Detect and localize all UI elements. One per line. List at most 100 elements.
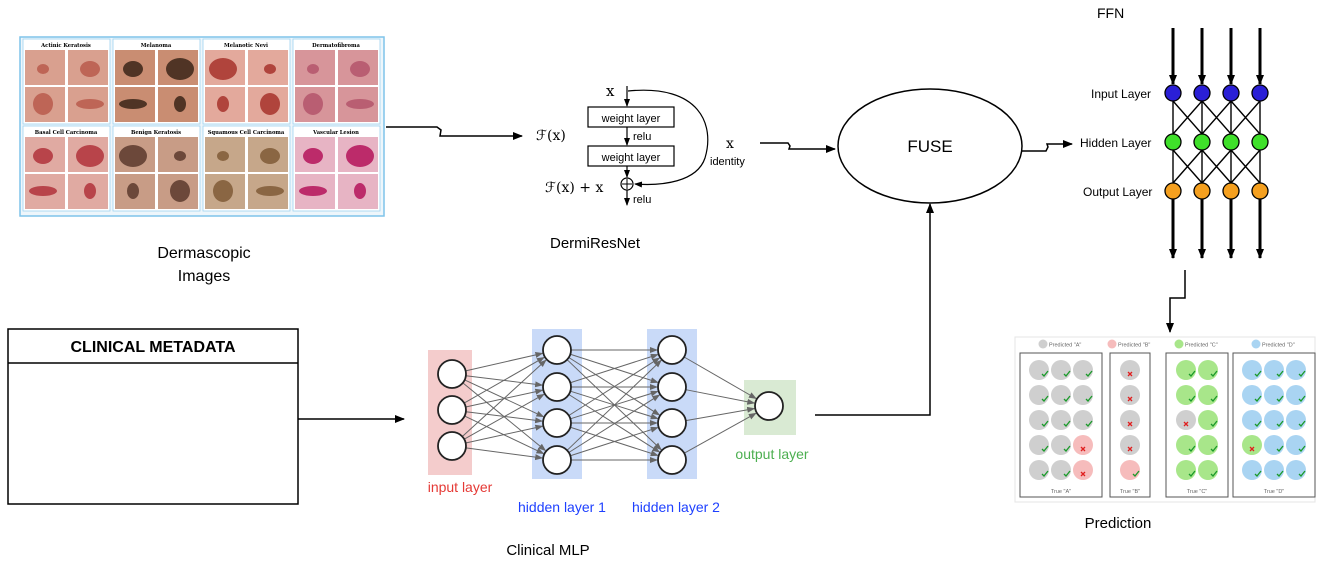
- prediction-wrong-mark: [1080, 471, 1086, 477]
- prediction-sample: [1120, 435, 1140, 455]
- mlp-hidden-1-node: [542, 408, 572, 438]
- prediction-legend-dot: [1251, 339, 1261, 349]
- ffn-output-node: [1222, 182, 1240, 200]
- prediction-correct-mark: [1063, 420, 1071, 427]
- prediction-correct-mark: [1254, 470, 1262, 477]
- dermoscopy-lesion: [209, 58, 237, 80]
- prediction-sample: [1073, 410, 1093, 430]
- dermoscopy-class-label: Melanotic Nevi: [224, 43, 268, 49]
- dermoscopy-class-label: Vascular Lesion: [312, 130, 359, 136]
- prediction-sample: [1176, 435, 1196, 455]
- ffn-hidden-node: [1193, 133, 1211, 151]
- prediction-predicted-label: Predicted "A": [1049, 343, 1081, 349]
- ffn-output-layer-label: Output Layer: [1083, 185, 1152, 199]
- prediction-correct-mark: [1276, 445, 1284, 452]
- ffn-input-layer-label: Input Layer: [1091, 87, 1151, 101]
- prediction-sample: [1120, 385, 1140, 405]
- prediction-sample: [1198, 385, 1218, 405]
- prediction-sample: [1242, 435, 1262, 455]
- relu-2-label: relu: [633, 194, 651, 206]
- prediction-sample: [1264, 410, 1284, 430]
- prediction-sample: [1051, 385, 1071, 405]
- resnet-fx-label: ℱ(x): [536, 128, 566, 144]
- prediction-sample: [1198, 435, 1218, 455]
- ffn-to-prediction-arrow: [1166, 270, 1186, 333]
- relu-1-label: relu: [633, 131, 651, 143]
- dermoscopy-lesion: [346, 145, 374, 167]
- prediction-correct-mark: [1298, 445, 1306, 452]
- ffn-connection: [1230, 149, 1261, 184]
- dermoscopy-lesion: [76, 99, 104, 109]
- prediction-sample: [1264, 435, 1284, 455]
- prediction-correct-mark: [1085, 370, 1093, 377]
- weight-layer-2: [587, 145, 675, 167]
- mlp-connection: [570, 353, 659, 384]
- mlp-connection: [463, 393, 545, 440]
- mlp-hidden-1-node: [542, 445, 572, 475]
- ffn-connection: [1230, 100, 1261, 135]
- prediction-correct-mark: [1210, 395, 1218, 402]
- ffn-output-node: [1251, 182, 1269, 200]
- mlp-connection: [685, 389, 756, 405]
- prediction-correct-mark: [1085, 420, 1093, 427]
- prediction-group-box: [1165, 352, 1229, 498]
- dermoscopy-lesion: [217, 96, 229, 112]
- prediction-correct-mark: [1210, 470, 1218, 477]
- prediction-sample: [1073, 385, 1093, 405]
- ffn-connection: [1201, 100, 1232, 135]
- prediction-wrong-mark: [1080, 446, 1086, 452]
- dermoscopy-lesion: [213, 180, 233, 202]
- dermoscopy-lesion: [350, 61, 370, 77]
- dermoscopy-lesion: [119, 145, 147, 167]
- prediction-sample: [1073, 360, 1093, 380]
- mlp-hidden-layer-1-label: hidden layer 1: [518, 499, 606, 515]
- ffn-title: FFN: [1097, 5, 1124, 21]
- mlp-input-layer-label: input layer: [428, 479, 493, 495]
- identity-label: identity: [710, 156, 745, 168]
- prediction-sample: [1029, 385, 1049, 405]
- mlp-connection: [683, 356, 757, 400]
- fuse-label: FUSE: [907, 137, 952, 156]
- prediction-sample: [1120, 460, 1140, 480]
- prediction-correct-mark: [1298, 420, 1306, 427]
- prediction-sample: [1176, 460, 1196, 480]
- prediction-correct-mark: [1254, 370, 1262, 377]
- dermoscopy-lesion: [76, 145, 104, 167]
- dermoscopy-lesion: [174, 96, 186, 112]
- prediction-correct-mark: [1210, 370, 1218, 377]
- mlp-output-node: [754, 391, 784, 421]
- prediction-correct-mark: [1041, 420, 1049, 427]
- prediction-sample: [1176, 360, 1196, 380]
- prediction-correct-mark: [1276, 395, 1284, 402]
- dermoscopy-lesion: [127, 183, 139, 199]
- prediction-correct-mark: [1298, 395, 1306, 402]
- ffn-hidden-node: [1251, 133, 1269, 151]
- dermoscopy-lesion: [303, 93, 323, 115]
- dermoscopy-lesion: [37, 64, 49, 74]
- resnet-x-top: x: [606, 82, 615, 100]
- dermoscopy-lesion: [260, 148, 280, 164]
- prediction-correct-mark: [1085, 395, 1093, 402]
- mlp-hidden-1-node: [542, 335, 572, 365]
- mlp-input-node: [437, 395, 467, 425]
- prediction-true-label: True "C": [1187, 489, 1208, 495]
- mlp-connection: [683, 412, 757, 454]
- prediction-correct-mark: [1188, 445, 1196, 452]
- prediction-wrong-mark: [1127, 421, 1133, 427]
- dermoscopy-class-label: Melanoma: [141, 43, 172, 49]
- mlp-hidden-2-node: [657, 408, 687, 438]
- prediction-sample: [1073, 460, 1093, 480]
- resnet-x-right-label: x: [726, 136, 734, 152]
- mlp-hidden-1-node: [542, 372, 572, 402]
- prediction-true-label: True "A": [1051, 489, 1071, 495]
- prediction-sample: [1198, 460, 1218, 480]
- dermoscopy-lesion: [264, 64, 276, 74]
- prediction-sample: [1242, 460, 1262, 480]
- prediction-correct-mark: [1188, 470, 1196, 477]
- dermoscopy-lesion: [299, 186, 327, 196]
- prediction-legend-dot: [1038, 339, 1048, 349]
- dermoscopy-caption-line1: Dermascopic: [157, 245, 250, 262]
- prediction-predicted-label: Predicted "C": [1185, 343, 1218, 349]
- prediction-sample: [1051, 460, 1071, 480]
